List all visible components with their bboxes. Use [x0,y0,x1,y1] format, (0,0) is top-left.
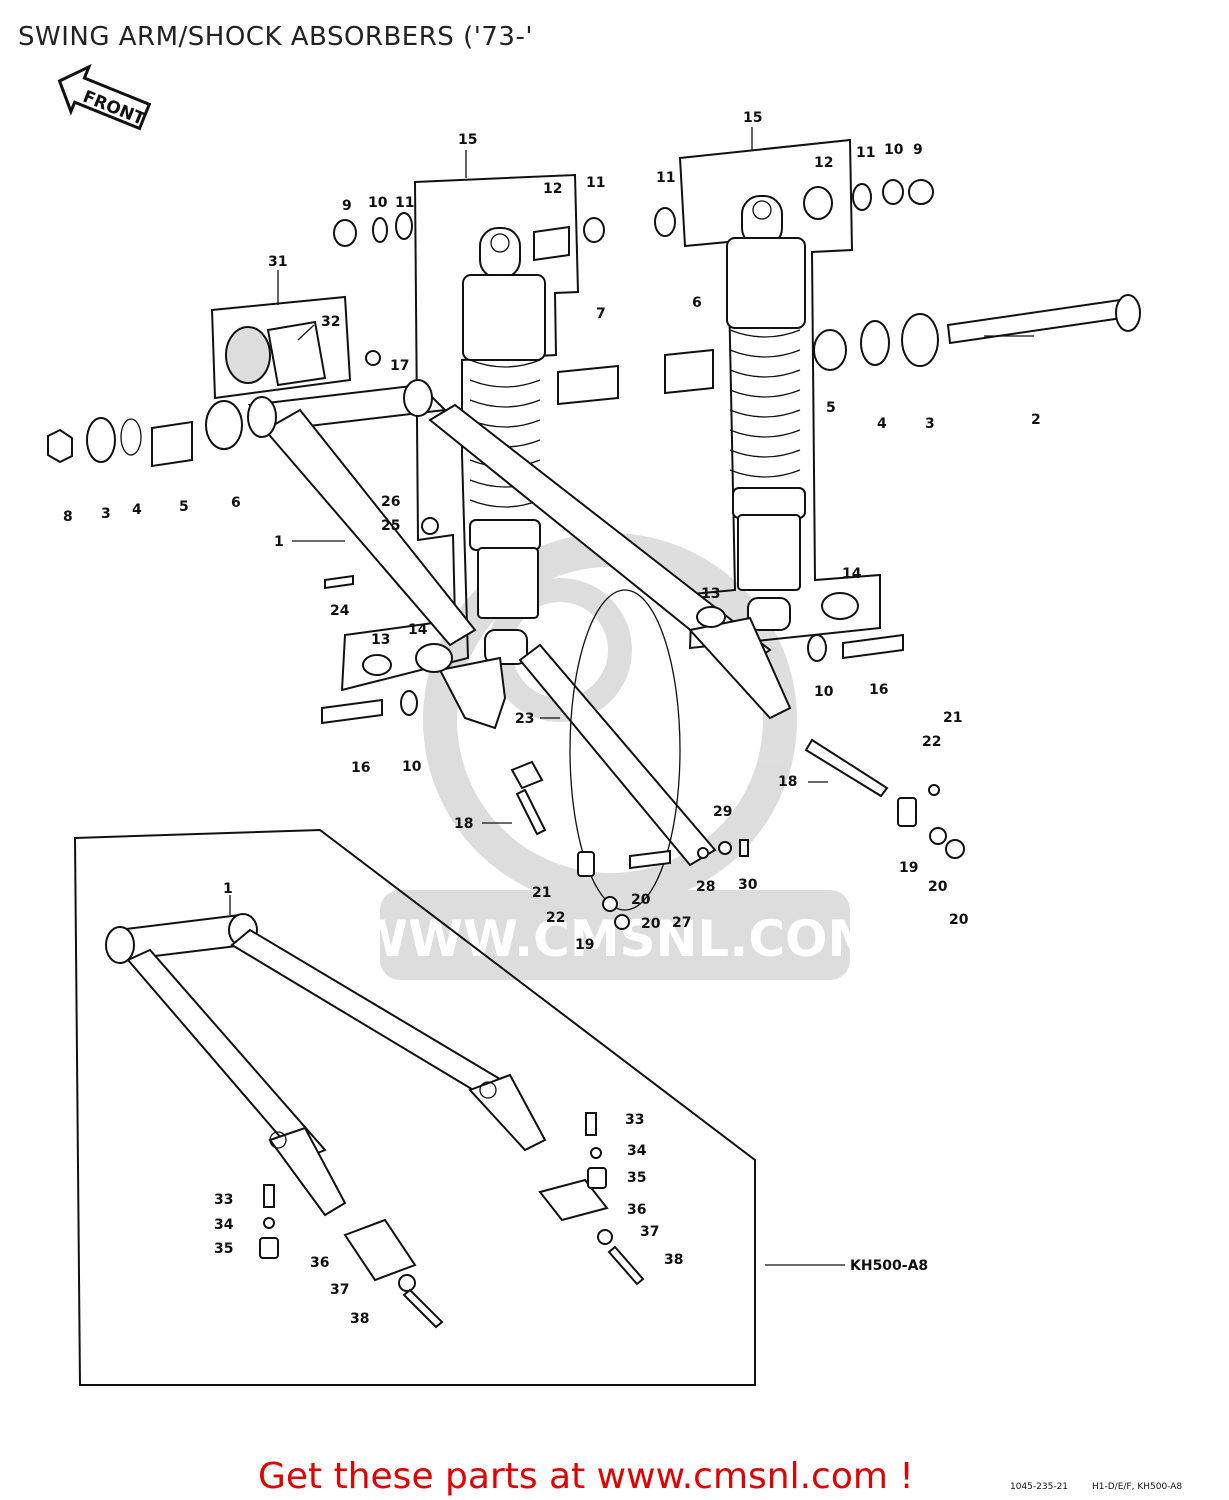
callout-12-right: 12 [814,155,833,171]
callout-10-left: 10 [368,195,388,211]
callout-9-right: 9 [913,142,923,158]
callout-27: 27 [672,915,691,931]
callout-30: 30 [738,877,758,893]
variant-label: KH500-A8 [850,1258,928,1274]
callout-34-right: 34 [627,1143,647,1159]
cap-assembly-31 [225,320,381,387]
reference-code: 1045-235-21 [1010,1482,1069,1492]
front-arrow-icon: FRONT [57,63,152,131]
callout-20-right-a: 20 [928,879,948,895]
callout-29: 29 [713,804,732,820]
callout-3-left: 3 [101,506,111,522]
callout-1-kh500: 1 [223,881,233,897]
callout-22-left: 22 [546,910,565,926]
callout-14-right: 14 [842,566,862,582]
callout-19-left: 19 [575,937,594,953]
callout-34-left: 34 [214,1217,234,1233]
callout-35-left: 35 [214,1241,233,1257]
callout-18-right: 18 [778,774,797,790]
lower-hardware [321,517,965,930]
callout-15-right: 15 [743,110,762,126]
callout-20-mid-a: 20 [631,892,651,908]
callout-22-right: 22 [922,734,941,750]
callout-10-right: 10 [884,142,904,158]
shock-absorber-right [726,195,806,631]
callout-31: 31 [268,254,287,270]
callout-38-left: 38 [350,1311,369,1327]
swing-arm-kh500-a8 [105,913,645,1329]
callout-21-right: 21 [943,710,962,726]
callout-13-right: 13 [701,586,720,602]
promo-link[interactable]: Get these parts at www.cmsnl.com ! [258,1456,914,1497]
callout-19-right: 19 [899,860,918,876]
callout-10-mid: 10 [814,684,834,700]
callout-12-left: 12 [543,181,562,197]
callout-20-right-b: 20 [949,912,969,928]
callout-2: 2 [1031,412,1041,428]
callout-1: 1 [274,534,284,550]
callout-16-right: 16 [869,682,888,698]
callout-5-left: 5 [179,499,189,515]
callout-6-left: 6 [231,495,241,511]
callout-26: 26 [381,494,400,510]
callout-6-right: 6 [692,295,702,311]
callout-4-left: 4 [132,502,142,518]
callout-37-left: 37 [330,1282,349,1298]
shock-absorber-left [462,227,546,665]
swing-arm [247,379,792,911]
callout-11-left: 11 [586,175,605,191]
callout-11-right-b: 11 [656,170,675,186]
callout-32: 32 [321,314,340,330]
callout-18-left: 18 [454,816,473,832]
callout-14-left: 14 [408,622,428,638]
callout-7: 7 [596,306,606,322]
callout-37-right: 37 [640,1224,659,1240]
callout-24: 24 [330,603,350,619]
callout-11-right: 11 [856,145,875,161]
callout-36-left: 36 [310,1255,329,1271]
callout-38-right: 38 [664,1252,683,1268]
kit-box-31 [210,295,352,400]
callout-23: 23 [515,711,534,727]
callout-35-right: 35 [627,1170,646,1186]
callout-9-left: 9 [342,198,352,214]
callout-20-mid-b: 20 [641,916,661,932]
callout-4-right: 4 [877,416,887,432]
pivot-parts-right [557,179,1141,406]
callout-15-left: 15 [458,132,477,148]
kh500-a8-box [73,828,756,1386]
callout-5-right: 5 [826,400,836,416]
callout-36-right: 36 [627,1202,646,1218]
leader-lines [229,127,1034,1266]
callout-13-left: 13 [371,632,390,648]
reference-models: H1-D/E/F, KH500-A8 [1092,1482,1183,1492]
callout-17: 17 [390,358,409,374]
page-title: SWING ARM/SHOCK ABSORBERS ('73-' [18,22,533,52]
callout-10-low: 10 [402,759,422,775]
kit-box-15-left [340,173,580,692]
callout-33-left: 33 [214,1192,233,1208]
callout-3-right: 3 [925,416,935,432]
callout-21-left: 21 [532,885,551,901]
callout-16-left: 16 [351,760,370,776]
callout-28: 28 [696,879,715,895]
callout-8: 8 [63,509,73,525]
pivot-parts-left [47,212,605,468]
callout-numbers: 15 15 12 11 9 10 11 12 11 10 9 11 31 32 … [63,110,1041,1327]
callout-33-right: 33 [625,1112,644,1128]
callout-25: 25 [381,518,400,534]
callout-11-left-b: 11 [395,195,414,211]
